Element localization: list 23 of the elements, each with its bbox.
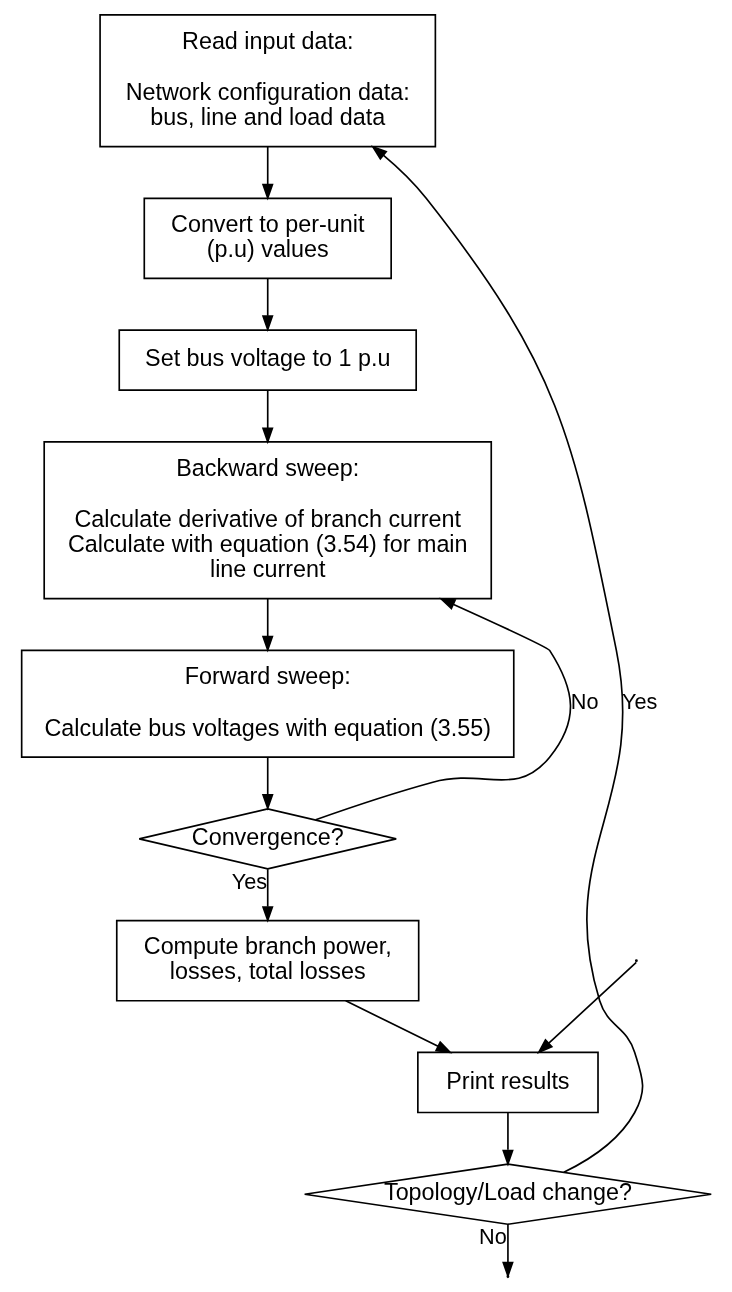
arrow <box>261 598 274 653</box>
edge-label: No <box>570 689 599 715</box>
node-box: Set bus voltage to 1 p.u <box>117 329 417 391</box>
arrow <box>261 146 274 201</box>
arrow <box>261 756 274 811</box>
arrow <box>501 1111 514 1167</box>
node-diamond: Convergence? <box>137 808 397 870</box>
node-box: Read input data: Network configuration data: bus, line and load data <box>98 14 436 148</box>
arrow <box>370 145 643 1174</box>
edge-label: Yes <box>231 868 267 894</box>
arrow <box>344 999 452 1054</box>
node-box: Backward sweep: Calculate derivative of branch current Calculate with equation (3.54) for main line current <box>42 441 492 600</box>
arrow <box>261 278 274 332</box>
node-box: Convert to per-unit (p.u) values <box>142 197 392 280</box>
node-box: Forward sweep: Calculate bus voltages with equation (3.55) <box>20 649 515 758</box>
arrow <box>261 868 274 923</box>
arrow <box>536 961 637 1054</box>
arrow <box>314 597 571 821</box>
arrow <box>261 389 274 445</box>
node-box: Compute branch power, losses, total losses <box>115 919 420 1002</box>
node-diamond: Topology/Load change? <box>303 1163 712 1226</box>
node-box: Print results <box>416 1051 599 1114</box>
edge-label: No <box>478 1224 507 1250</box>
